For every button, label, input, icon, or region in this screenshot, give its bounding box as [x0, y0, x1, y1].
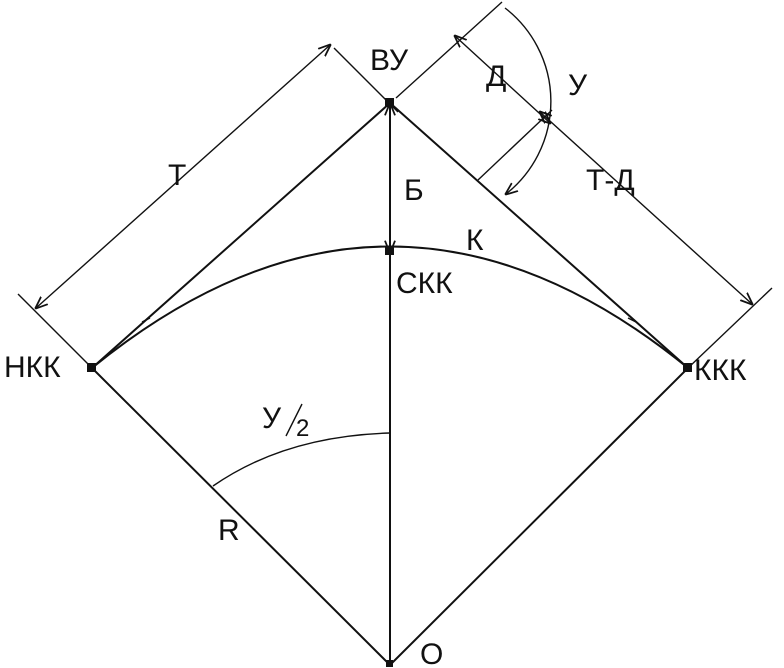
radius-line-left — [91, 367, 391, 666]
label-b: Б — [404, 174, 424, 207]
label-td: Т-Д — [586, 164, 635, 197]
label-r: R — [218, 514, 240, 547]
label-kkk: ККК — [694, 354, 747, 387]
dimension-d-line — [455, 36, 550, 123]
label-u: У — [568, 69, 588, 102]
extension-line-nkk — [17, 293, 129, 405]
extension-line-kkk — [687, 287, 773, 369]
extension-line-td — [477, 109, 553, 181]
label-vu: ВУ — [370, 44, 409, 77]
label-k: К — [466, 224, 484, 257]
label-skk: СКК — [396, 267, 453, 300]
label-half-u-denominator: 2 — [296, 415, 309, 442]
radius-line-right — [389, 367, 689, 666]
angle-u-arc — [505, 7, 552, 194]
point-kkk — [683, 363, 692, 372]
angle-half-u-arc — [212, 432, 391, 487]
label-half-u-numerator: У — [262, 402, 282, 435]
curve-tick-right — [627, 317, 637, 323]
dimension-t-line — [36, 45, 330, 308]
label-half-u: У 2 — [262, 402, 309, 442]
point-skk — [385, 246, 394, 255]
dimension-td-line — [540, 112, 752, 304]
tangent-line-left — [91, 102, 391, 369]
label-nkk: НКК — [4, 351, 61, 384]
label-o: О — [420, 638, 443, 668]
label-d: Д — [486, 60, 506, 93]
point-nkk — [87, 363, 96, 372]
curve-tick-left — [141, 317, 151, 323]
extension-line-vu-right — [395, 1, 503, 99]
label-half-u-slash — [285, 403, 303, 437]
tangent-line-right — [389, 102, 689, 369]
label-t: Т — [168, 159, 186, 192]
point-o — [386, 660, 393, 667]
point-vu — [385, 98, 394, 107]
